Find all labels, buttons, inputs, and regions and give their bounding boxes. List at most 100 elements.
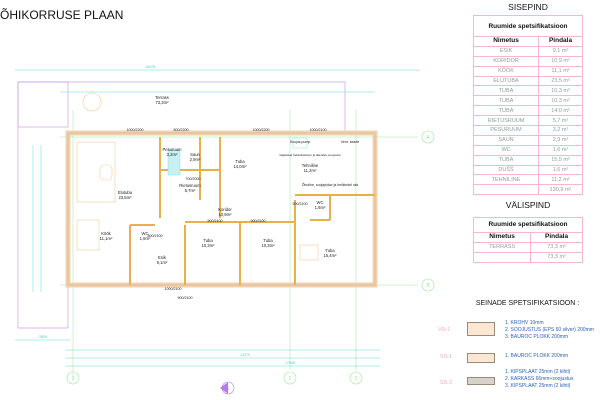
room-elutuba-area: 23,5m²: [118, 195, 132, 200]
sisepind-total: 130,9 m²: [538, 184, 583, 196]
drawing-title: ÕHIKORRUSE PLAAN: [0, 8, 124, 22]
door-note: Õhutihe, soojapidav ja helikindel uks: [302, 182, 359, 187]
dimension-lines: [15, 69, 420, 367]
room-tuba-a-name: Tuba: [203, 238, 213, 243]
walls-heading: SEINADE SPETSIFIKATSIOON :: [475, 300, 580, 307]
sofa: [76, 141, 116, 203]
axis-label: 3: [355, 376, 358, 382]
wall-swatch-ss1: [467, 353, 495, 363]
room-esik-name: Esik: [158, 255, 167, 260]
row-name: PESURUUM: [472, 125, 540, 136]
row-area: 14,0 m²: [538, 105, 583, 117]
row-name: SAUN: [472, 134, 540, 146]
row-name: TUBA: [472, 85, 540, 97]
door-size: 1000/2200: [127, 128, 144, 132]
axis-label: 1: [72, 376, 75, 382]
outer-wall-line: [67, 132, 376, 286]
dim-bottom-total: 17050: [285, 361, 295, 365]
row-name: RIETUSRUUM: [472, 115, 540, 127]
wall-layers-ss2: 1. KIPSPLAAT 25mm (2 kihti) 2. KARKASS 6…: [505, 369, 574, 390]
row-name: TERRASS: [472, 241, 532, 253]
wall-swatch-ss2: [467, 377, 495, 385]
floor-plan: 15075 17050 13370 2800 Terrass 73,3m² Pe…: [15, 65, 435, 395]
row-name: DUŠŠ: [472, 164, 540, 176]
col-nimetus: Nimetus: [472, 232, 532, 243]
room-tehniline-area: 11,2m²: [304, 168, 317, 173]
door-sizes: 1000/2200 800/2200 1000/2200 1000/2100 7…: [127, 128, 327, 300]
wall-swatch-vs1: [467, 322, 495, 336]
valispind-heading: VÄLISPIND: [505, 200, 551, 210]
section-marker-label: A: [227, 386, 230, 391]
door-size: 900/2100: [208, 219, 223, 223]
room-wc2-area: 1,6m²: [315, 205, 326, 210]
row-area: 10,3 m²: [538, 95, 583, 107]
door-size: 900/2100: [293, 202, 308, 206]
layer: 1. BAUROC PLOKK 200mm: [505, 353, 569, 359]
door-size: 1000/2100: [310, 128, 327, 132]
dim-left: 2800: [39, 335, 47, 339]
row-name: ESIK: [472, 45, 540, 57]
axis-bubbles: [66, 130, 435, 385]
room-saun-area: 2,9m²: [190, 157, 201, 162]
dim-bottom-inner: 13370: [240, 353, 250, 357]
row-name: WC: [472, 144, 540, 156]
wall-tag-ss1: SS-1: [440, 354, 453, 360]
layer: 1. KROHV 10mm: [505, 320, 544, 326]
layer: 2. KARKASS 66mm+soojustus: [505, 376, 574, 382]
wall-layers-ss1: 1. BAUROC PLOKK 200mm: [505, 353, 568, 360]
bed: [299, 244, 319, 261]
room-tehniline-name: Tehniline: [302, 163, 319, 168]
room-tuba-14-area: 14,0m²: [233, 164, 247, 169]
door-size: 1000/2200: [253, 128, 270, 132]
section-marker-circle: [221, 381, 235, 395]
layer: 3. KIPSPLAAT 25mm (2 kihti): [505, 383, 571, 389]
room-tuba-15-area: 15,4m²: [323, 253, 337, 258]
row-area: 73,3 m²: [530, 241, 583, 253]
row-area: 1,6 m²: [538, 144, 583, 156]
row-area: 10,9 m²: [538, 55, 583, 67]
room-pesuruum-area: 3,2m²: [167, 152, 178, 157]
row-area: 10,3 m²: [538, 85, 583, 97]
valispind-table-title: Ruumide spetsifikatsioon: [473, 217, 583, 233]
row-area: 2,9 m²: [538, 134, 583, 146]
total-label: [472, 251, 532, 263]
room-koridor-name: Koridor: [218, 207, 232, 212]
door-size: 1000/2100: [165, 287, 182, 291]
interior-walls: [129, 137, 375, 285]
room-terrass-name: Terrass: [155, 95, 169, 100]
wall-tag-vs1: VS-1: [438, 327, 451, 333]
axis-label: A: [426, 135, 430, 141]
row-name: KORIDOR: [472, 55, 540, 67]
row-area: 9,1 m²: [538, 45, 583, 57]
terrace-table: [82, 92, 102, 112]
col-pindala: Pindala: [530, 232, 583, 243]
room-elutuba-name: Elutuba: [118, 190, 133, 195]
room-tuba-b-area: 10,3m²: [261, 243, 275, 248]
heat-pump-label: Soojus-pump: [290, 140, 311, 144]
row-area: 11,2 m²: [538, 174, 583, 186]
axis-label: 2: [289, 376, 292, 382]
row-name: TUBA: [472, 105, 540, 117]
row-name: ELUTUBA: [472, 75, 540, 87]
room-esik-area: 9,1m²: [157, 260, 168, 265]
row-name: TUBA: [472, 154, 540, 166]
room-kook-area: 11,1m²: [100, 236, 113, 241]
door-size: 800/2100: [148, 234, 163, 238]
total-label: [472, 184, 540, 196]
terrace-outline: [17, 81, 69, 128]
layer: 1. KIPSPLAAT 25mm (2 kihti): [505, 369, 571, 375]
row-name: TEHNILINE: [472, 174, 540, 186]
layer: 3. BAUROC PLOKK 200mm: [505, 334, 569, 340]
sauna-bench: [167, 149, 181, 176]
room-tuba-b-name: Tuba: [263, 238, 273, 243]
